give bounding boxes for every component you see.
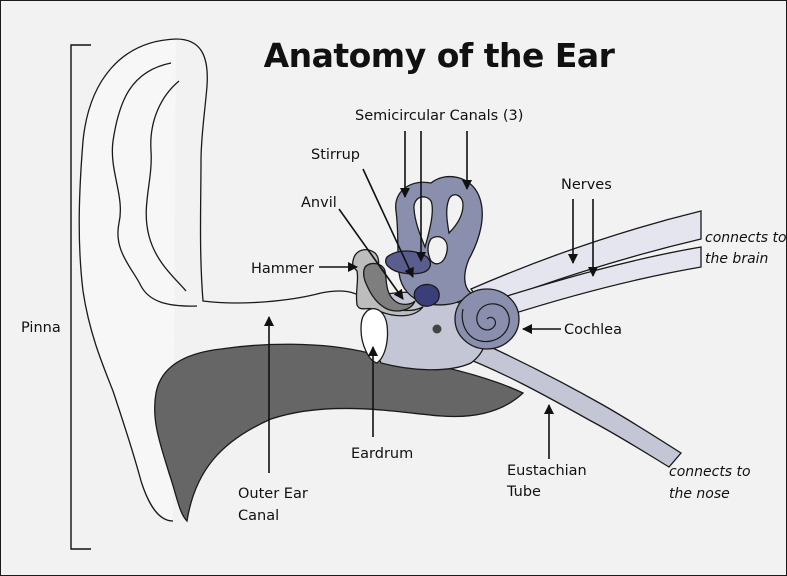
label-nerves: Nerves (561, 177, 612, 193)
label-semicircular-canals: Semicircular Canals (3) (355, 108, 523, 124)
label-anvil: Anvil (301, 195, 337, 211)
label-eustachian-tube-2: Tube (506, 484, 541, 500)
label-cochlea: Cochlea (564, 322, 622, 338)
note-connects-to-brain-1: connects to (705, 230, 787, 246)
round-window (433, 325, 442, 334)
label-stirrup: Stirrup (311, 147, 360, 163)
outer-ear-canal (155, 344, 523, 521)
label-pinna: Pinna (21, 320, 61, 336)
canal-hole-3 (428, 237, 447, 264)
vestibule (414, 284, 439, 306)
label-eardrum: Eardrum (351, 446, 413, 462)
label-eustachian-tube-1: Eustachian (507, 463, 587, 479)
label-hammer: Hammer (251, 261, 314, 277)
note-connects-to-nose-1: connects to (669, 464, 751, 480)
label-outer-ear-canal-1: Outer Ear (238, 486, 308, 502)
note-connects-to-nose-2: the nose (669, 486, 730, 502)
label-outer-ear-canal-2: Canal (238, 508, 279, 524)
note-connects-to-brain-2: the brain (705, 251, 768, 267)
stirrup-bone (386, 251, 431, 274)
page-title: Anatomy of the Ear (264, 36, 616, 75)
